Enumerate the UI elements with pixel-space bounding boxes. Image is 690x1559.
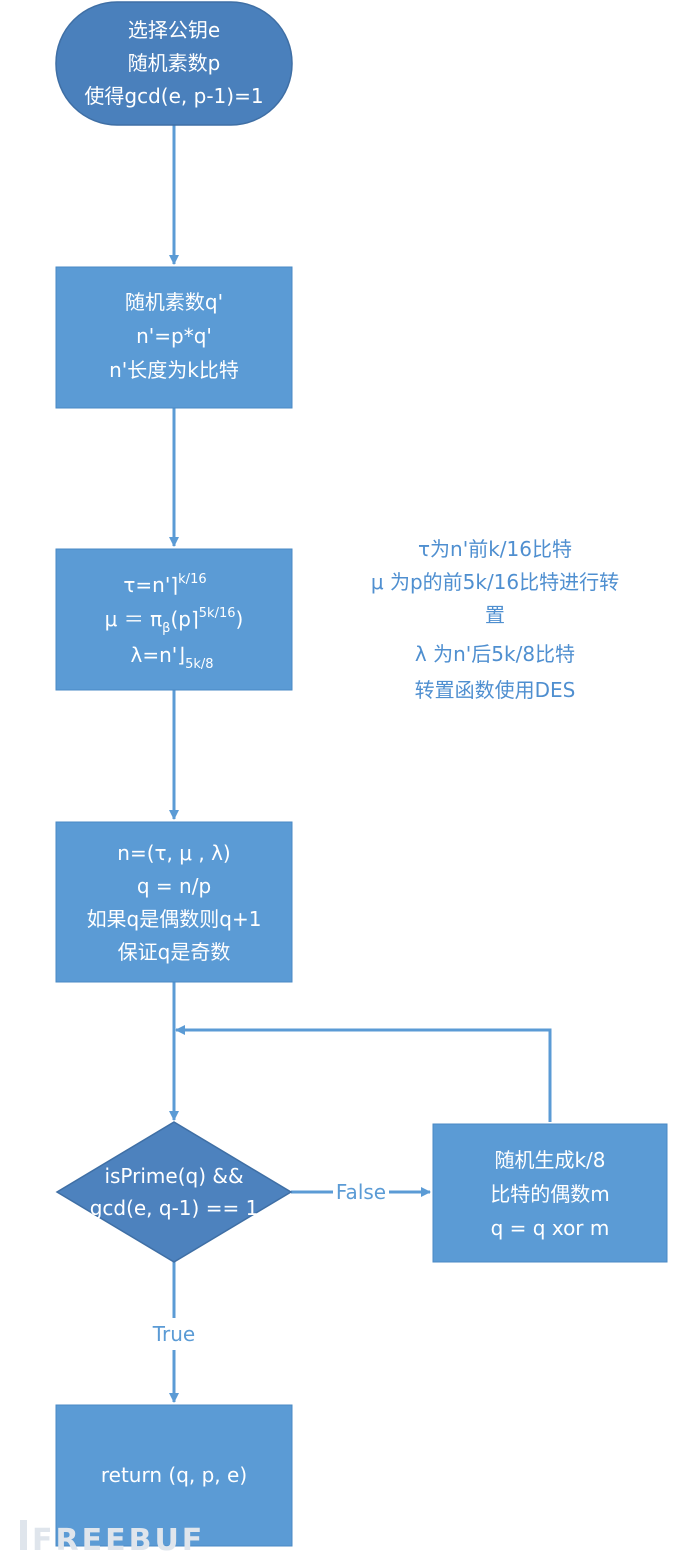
random-m-line-3: q = q xor m — [491, 1216, 610, 1240]
watermark-text: FREEBUF — [32, 1523, 205, 1558]
step4-line-4: 保证q是奇数 — [118, 940, 231, 964]
start-line-2: 随机素数p — [128, 51, 221, 75]
start-node: 选择公钥e 随机素数p 使得gcd(e, p-1)=1 — [55, 1, 293, 126]
annotation-note: τ为n'前k/16比特 μ 为p的前5k/16比特进行转 置 λ 为n'后5k/… — [371, 537, 619, 702]
note-line-4: λ 为n'后5k/8比特 — [415, 642, 575, 666]
lambda-formula: λ=n'⌋5k/8 — [130, 643, 213, 672]
tau-formula: τ=n'⌉k/16 — [123, 572, 206, 597]
start-line-1: 选择公钥e — [128, 18, 220, 42]
process-random-m: 随机生成k/8 比特的偶数m q = q xor m — [432, 1123, 668, 1263]
end-line-1: return (q, p, e) — [101, 1463, 247, 1487]
decision-line-2: gcd(e, q-1) == 1 — [90, 1196, 259, 1220]
decision-is-prime: isPrime(q) && gcd(e, q-1) == 1 — [55, 1121, 293, 1263]
step2-line-1: 随机素数q' — [125, 290, 223, 314]
process-compute-q: n=(τ, μ , λ) q = n/p 如果q是偶数则q+1 保证q是奇数 — [55, 821, 293, 983]
watermark-logo: FREEBUF — [20, 1520, 205, 1558]
decision-line-1: isPrime(q) && — [104, 1164, 243, 1188]
process-generate-q-prime: 随机素数q' n'=p*q' n'长度为k比特 — [55, 266, 293, 409]
random-m-line-2: 比特的偶数m — [490, 1182, 609, 1206]
step2-line-3: n'长度为k比特 — [109, 358, 239, 382]
note-line-5: 转置函数使用DES — [415, 678, 576, 702]
process-compute-tau-mu-lambda: τ=n'⌉k/16 μ ＝ πβ(p⌉5k/16) λ=n'⌋5k/8 — [55, 548, 293, 691]
step4-line-2: q = n/p — [137, 874, 211, 898]
step4-line-1: n=(τ, μ , λ) — [117, 841, 230, 865]
mu-formula: μ ＝ πβ(p⌉5k/16) — [105, 606, 244, 636]
random-m-line-1: 随机生成k/8 — [494, 1148, 605, 1172]
edge-loop-back — [175, 1025, 552, 1122]
note-line-3: 置 — [485, 603, 505, 627]
false-label: False — [336, 1180, 386, 1204]
edges — [169, 125, 552, 1403]
step2-line-2: n'=p*q' — [136, 324, 212, 348]
end-node: return (q, p, e) — [55, 1404, 293, 1547]
note-line-2: μ 为p的前5k/16比特进行转 — [371, 570, 619, 594]
true-label: True — [152, 1322, 195, 1346]
note-line-1: τ为n'前k/16比特 — [418, 537, 572, 561]
start-line-3: 使得gcd(e, p-1)=1 — [84, 84, 263, 108]
step4-line-3: 如果q是偶数则q+1 — [87, 907, 262, 931]
